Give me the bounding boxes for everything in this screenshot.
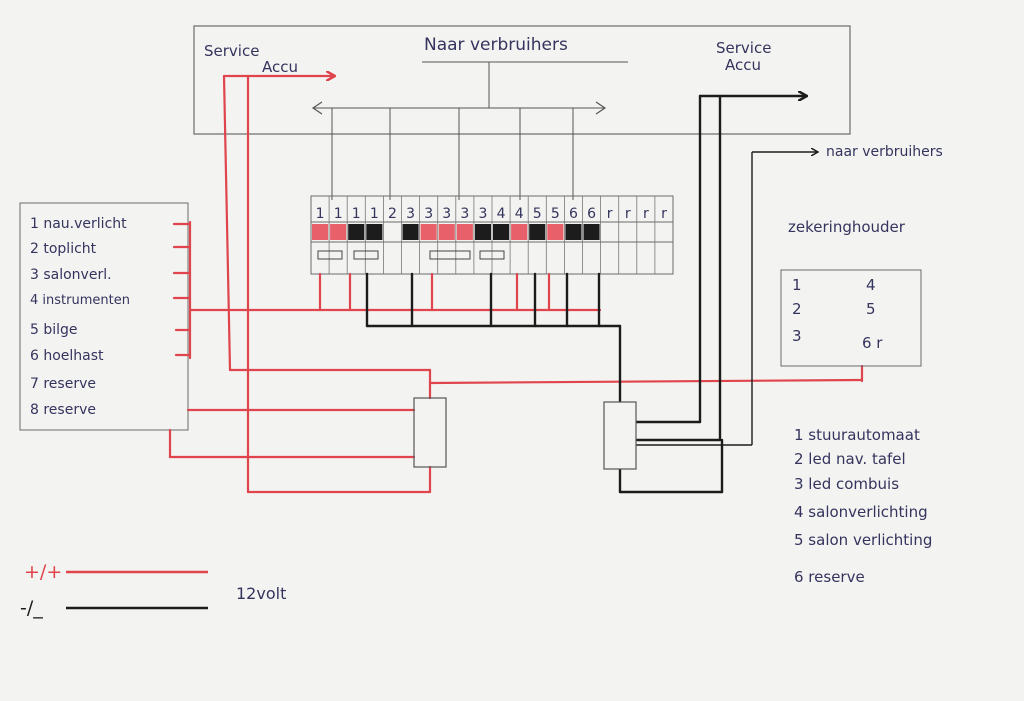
fuse-cell-color	[511, 224, 528, 240]
consumer-item: 7 reserve	[30, 376, 96, 392]
circuit-item: 6 reserve	[794, 568, 865, 586]
circuit-item: 3 led combuis	[794, 475, 899, 493]
consumer-item: 2 toplicht	[30, 241, 97, 257]
fuse-number-label: r	[661, 206, 667, 222]
fuse-number-label: 1	[370, 206, 379, 222]
fuse-holder-cell: 5	[866, 300, 876, 318]
fuse-cell-color	[366, 224, 383, 240]
circuit-item: 5 salon verlichting	[794, 531, 932, 549]
fuse-number-label: 5	[551, 206, 560, 222]
legend-plus-symbol: +/+	[24, 561, 62, 583]
circuit-item: 4 salonverlichting	[794, 503, 928, 521]
accu-positive-left	[222, 74, 232, 372]
circuit-item: 1 stuurautomaat	[794, 426, 920, 444]
fuse-holder-feed	[428, 378, 864, 385]
fuse-number-label: 4	[515, 206, 524, 222]
consumer-item: 6 hoelhast	[30, 348, 104, 364]
fuse-number-label: 3	[442, 206, 451, 222]
service-accu-right-line2: Accu	[725, 56, 761, 74]
consumer-item: 4 instrumenten	[30, 293, 130, 308]
red-wires	[168, 74, 864, 494]
fuse-cell-color	[456, 224, 473, 240]
fuse-cell-color	[565, 224, 582, 240]
top-center-title: Naar verbruihers	[424, 35, 568, 55]
bus-arrow-right	[595, 101, 607, 115]
fuse-number-label: 1	[316, 206, 325, 222]
fuse-cell-color	[529, 224, 546, 240]
consumer-negative-wire	[636, 152, 818, 446]
service-accu-left-line2: Accu	[262, 58, 298, 76]
fuse-slot	[317, 250, 343, 260]
fuse-cell-color	[547, 224, 564, 240]
fuse-slot	[353, 250, 379, 260]
consumer-item: 1 nau.verlicht	[30, 216, 127, 232]
fuse-number-label: 3	[460, 206, 469, 222]
fuse-number-label: 1	[352, 206, 361, 222]
fuse-cell-color	[438, 224, 455, 240]
fuse-cell-color	[312, 224, 329, 240]
fuse-holder-cell: 3	[792, 327, 802, 345]
fuse-holder-box: 1 4 2 5 3 6 r	[780, 269, 922, 367]
fuse-cell-color	[348, 224, 365, 240]
circuit-list: 1 stuurautomaat 2 led nav. tafel 3 led c…	[794, 426, 932, 586]
negative-terminal-box	[603, 401, 637, 470]
fuse-cell-color	[330, 224, 347, 240]
fuse-cell-color	[474, 224, 491, 240]
fuse-number-label: r	[625, 206, 631, 222]
relay-box	[413, 397, 447, 468]
fuse-holder-cell: 1	[792, 276, 802, 294]
fuse-cell-color	[420, 224, 437, 240]
service-accu-left-line1: Service	[204, 42, 259, 60]
side-consumer-label: naar verbruihers	[826, 144, 943, 160]
fuse-holder-cell: 4	[866, 276, 876, 294]
fuse-holder-cell: 2	[792, 300, 802, 318]
fuse-number-label: 5	[533, 206, 542, 222]
fuse-number-label: 6	[587, 206, 596, 222]
service-accu-right-line1: Service	[716, 39, 771, 57]
bus-arrow-left	[311, 101, 323, 115]
consumer-item: 3 salonverl.	[30, 267, 112, 283]
legend-minus-symbol: -/_	[20, 597, 43, 619]
fuse-number-label: 3	[478, 206, 487, 222]
fuse-cell-color	[493, 224, 510, 240]
circuit-item: 2 led nav. tafel	[794, 450, 906, 468]
fuse-number-label: r	[607, 206, 613, 222]
fuse-number-label: r	[643, 206, 649, 222]
fuse-number-label: 2	[388, 206, 397, 222]
fuse-slot	[429, 250, 471, 260]
fuse-holder-title: zekeringhouder	[788, 218, 906, 236]
fuse-number-label: 1	[334, 206, 343, 222]
fuse-cell-color	[583, 224, 600, 240]
fuse-number-label: 6	[569, 206, 578, 222]
legend: +/+ -/_ 12volt	[20, 561, 286, 619]
fuse-cell-color	[402, 224, 419, 240]
consumer-item: 5 bilge	[30, 322, 78, 338]
fuse-number-label: 4	[497, 206, 506, 222]
fuse-slot	[479, 250, 505, 260]
fuse-number-label: 3	[424, 206, 433, 222]
black-wires	[365, 96, 806, 494]
legend-voltage: 12volt	[236, 584, 286, 603]
consumer-item: 8 reserve	[30, 402, 96, 418]
fuse-holder-cell: 6 r	[862, 334, 883, 352]
top-box: Service Accu Naar verbruihers Service Ac…	[193, 25, 851, 200]
consumer-list-box: 1 nau.verlicht 2 toplicht 3 salonverl. 4…	[19, 202, 189, 431]
fuse-number-label: 3	[406, 206, 415, 222]
